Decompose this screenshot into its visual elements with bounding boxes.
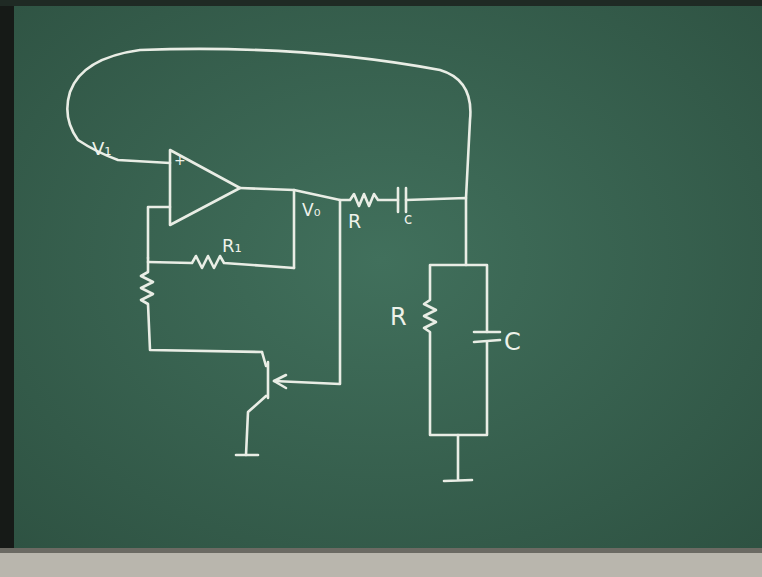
signal-name: V₀ bbox=[302, 202, 320, 219]
jfet-symbol bbox=[246, 352, 268, 455]
part-name: R₁ bbox=[222, 237, 242, 255]
board-edge bbox=[0, 0, 14, 577]
part-name: R bbox=[390, 305, 407, 329]
ground-symbol bbox=[236, 454, 258, 457]
part-name: C bbox=[504, 330, 521, 354]
pin-sign: + bbox=[174, 153, 186, 167]
feedback-wire bbox=[67, 49, 470, 198]
part-name: R bbox=[348, 212, 361, 231]
opamp-symbol bbox=[170, 150, 240, 225]
wire bbox=[406, 198, 466, 265]
gate-wire bbox=[274, 200, 340, 384]
capacitor-symbol bbox=[474, 332, 500, 342]
board-top-edge bbox=[0, 0, 762, 6]
chalk-ledge bbox=[0, 552, 762, 577]
output-wire bbox=[240, 188, 294, 268]
parallel-rc-wire bbox=[424, 265, 487, 435]
signal-name: V₁ bbox=[92, 140, 112, 158]
resistor-symbol bbox=[148, 256, 294, 268]
resistor-symbol bbox=[141, 258, 262, 352]
part-name: c bbox=[404, 212, 412, 227]
inverting-wire bbox=[148, 207, 170, 258]
ground-symbol bbox=[444, 435, 472, 481]
gate-arrow bbox=[274, 375, 286, 388]
ledge-shadow bbox=[0, 548, 762, 553]
